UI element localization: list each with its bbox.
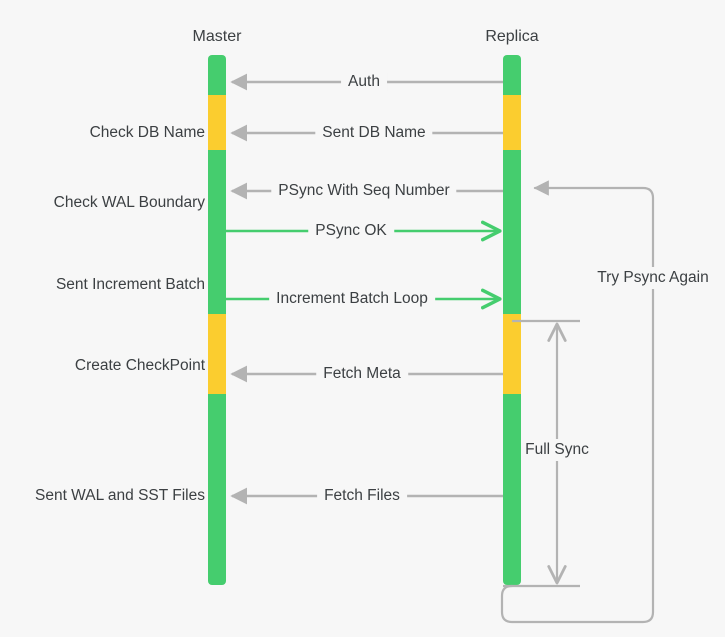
lifeline-segment-joint bbox=[208, 95, 226, 111]
lifeline-segment bbox=[208, 156, 226, 320]
lifeline-segment-joint bbox=[208, 314, 226, 326]
lifeline-segment bbox=[503, 103, 521, 156]
loop-path bbox=[500, 180, 655, 624]
message-label-increment-batch-loop: Increment Batch Loop bbox=[269, 290, 435, 308]
lifeline-segment-joint bbox=[208, 394, 226, 406]
state-label-create-checkpoint: Create CheckPoint bbox=[74, 357, 205, 374]
lifeline-segment bbox=[503, 400, 521, 585]
message-label-sent-db-name: Sent DB Name bbox=[315, 124, 433, 142]
lifeline-segment-joint bbox=[208, 150, 226, 162]
try-psync-again-loop bbox=[500, 180, 655, 624]
lifeline-replica bbox=[503, 55, 521, 585]
lifeline-segment bbox=[503, 320, 521, 400]
message-label-fetch-meta: Fetch Meta bbox=[316, 365, 408, 383]
message-label-psync-with-seq-number: PSync With Seq Number bbox=[271, 182, 457, 200]
state-label-check-wal-boundary: Check WAL Boundary bbox=[53, 194, 205, 211]
state-label-sent-wal-and-sst-files: Sent WAL and SST Files bbox=[34, 487, 205, 504]
annotation-label-try-psync-again: Try Psync Again bbox=[592, 267, 714, 289]
lifeline-segment-joint bbox=[503, 95, 521, 111]
lifeline-segment-joint bbox=[503, 394, 521, 406]
state-label-sent-increment-batch: Sent Increment Batch bbox=[55, 276, 205, 293]
lifeline-segment bbox=[208, 400, 226, 585]
lifeline-master bbox=[208, 55, 226, 585]
lifeline-segment bbox=[503, 156, 521, 320]
lifeline-segment bbox=[208, 103, 226, 156]
message-label-fetch-files: Fetch Files bbox=[317, 487, 407, 505]
lane-title-replica: Replica bbox=[485, 28, 539, 45]
state-label-check-db-name: Check DB Name bbox=[89, 124, 205, 141]
lifeline-segment-joint bbox=[503, 150, 521, 162]
message-label-auth: Auth bbox=[341, 73, 387, 91]
message-label-psync-ok: PSync OK bbox=[308, 222, 394, 240]
lane-title-master: Master bbox=[192, 28, 242, 45]
annotation-label-full-sync: Full Sync bbox=[521, 439, 593, 461]
lifeline-segment bbox=[208, 320, 226, 400]
lifeline-segment bbox=[503, 55, 521, 103]
lifeline-segment bbox=[208, 55, 226, 103]
